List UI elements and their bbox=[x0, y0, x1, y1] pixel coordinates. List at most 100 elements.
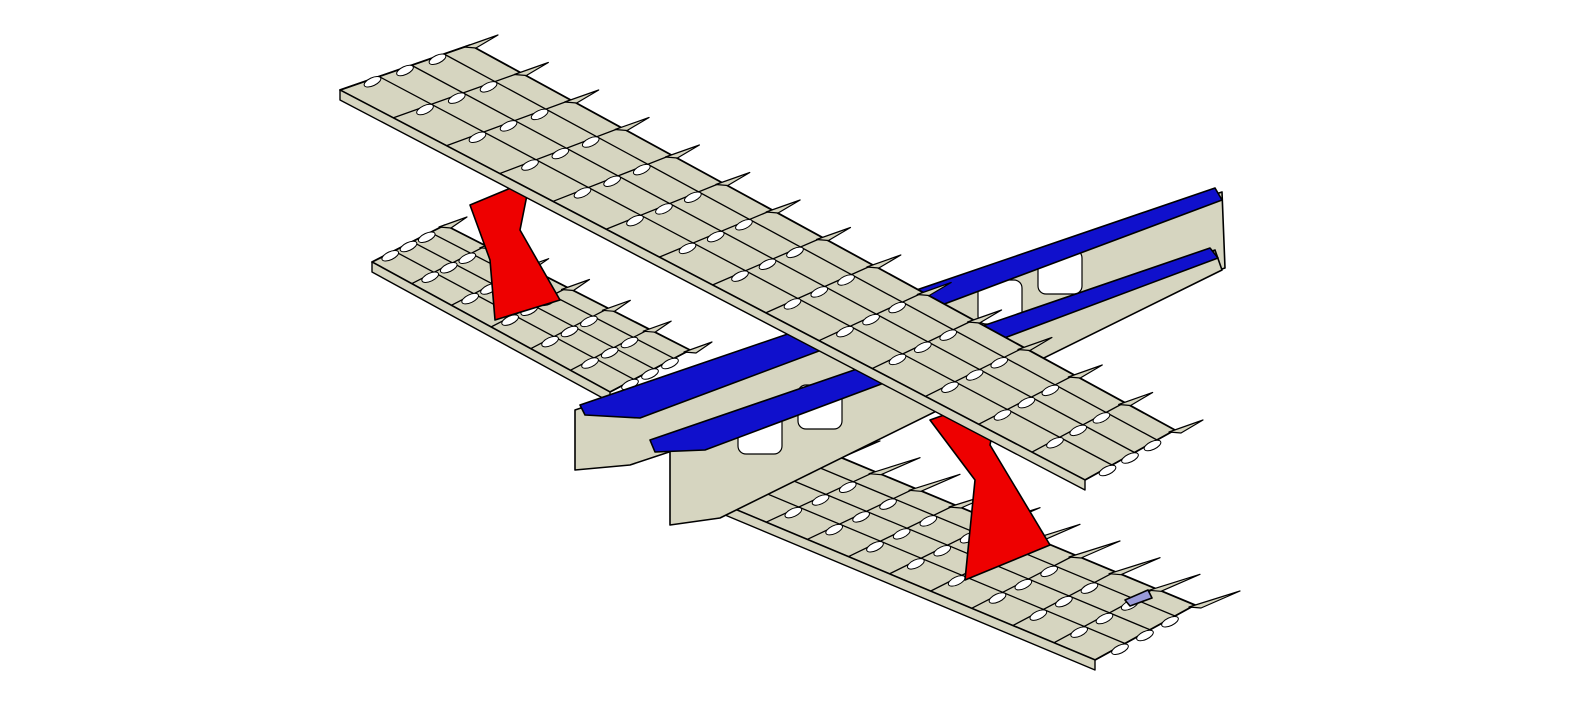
lower-wing-right-rib-tail bbox=[1108, 557, 1161, 576]
upper-wing-lightening-hole bbox=[837, 274, 855, 286]
upper-wing-lightening-hole bbox=[965, 369, 984, 381]
upper-wing-lightening-hole bbox=[939, 329, 958, 341]
upper-wing-lightening-hole bbox=[416, 103, 434, 116]
upper-wing-lightening-hole bbox=[499, 120, 518, 132]
upper-wing-lightening-hole bbox=[551, 147, 570, 160]
upper-wing-rib-tail bbox=[513, 61, 549, 77]
lower-wing-right-rib-tail bbox=[1068, 540, 1121, 559]
upper-wing-lightening-hole bbox=[1092, 412, 1111, 424]
lower-wing-right-lightening-hole bbox=[1070, 626, 1088, 638]
upper-wing-lightening-hole bbox=[888, 301, 906, 314]
upper-wing-lightening-hole bbox=[530, 108, 549, 121]
upper-wing-rib-tail bbox=[866, 254, 902, 269]
lower-wing-right-spar bbox=[757, 489, 1126, 645]
lower-wing-left-lightening-hole bbox=[560, 325, 579, 338]
lower-wing-left-lightening-hole bbox=[661, 357, 679, 370]
lower-wing-right-lightening-hole bbox=[1161, 615, 1179, 628]
upper-wing-lightening-hole bbox=[363, 75, 382, 88]
lower-wing-right-lightening-hole bbox=[879, 498, 897, 510]
upper-wing-rib-tail bbox=[664, 144, 701, 159]
upper-wing-lightening-hole bbox=[1069, 424, 1088, 437]
upper-wing-lightening-hole bbox=[1121, 452, 1139, 464]
upper-wing-lightening-hole bbox=[655, 203, 673, 215]
lower-wing-right-lightening-hole bbox=[919, 515, 938, 527]
lower-wing-right-planform bbox=[724, 454, 1196, 661]
upper-wing-lightening-hole bbox=[1098, 464, 1117, 477]
lower-wing-left-lightening-hole bbox=[461, 292, 479, 305]
lower-wing-right-lightening-hole bbox=[1014, 578, 1033, 591]
upper-wing-lightening-hole bbox=[428, 53, 447, 66]
upper-wing-lightening-hole bbox=[626, 214, 644, 227]
lower-wing-right-lightening-hole bbox=[988, 592, 1007, 604]
lower-wing-right-lightening-hole bbox=[1095, 612, 1114, 625]
lower-wing-left-lightening-hole bbox=[541, 335, 559, 348]
upper-wing-lightening-hole bbox=[783, 298, 802, 310]
upper-wing-lightening-hole bbox=[786, 246, 804, 259]
lower-wing-right-rib-tail bbox=[1188, 590, 1241, 609]
lower-wing-left-lightening-hole bbox=[600, 346, 619, 359]
upper-wing-lightening-hole bbox=[862, 313, 880, 326]
upper-wing-lightening-hole bbox=[1143, 439, 1162, 452]
upper-wing-rib-tail bbox=[1168, 419, 1204, 434]
upper-wing-lightening-hole bbox=[678, 242, 697, 255]
lower-wing-left-lightening-hole bbox=[641, 368, 659, 380]
upper-wing-lightening-hole bbox=[573, 187, 592, 199]
lower-wing-left-lightening-hole bbox=[581, 357, 599, 369]
lower-wing-left-lightening-hole bbox=[381, 249, 400, 262]
lower-wing-left-lightening-hole bbox=[417, 231, 436, 244]
upper-wing-lightening-hole bbox=[396, 64, 414, 77]
lower-wing-right-lightening-hole bbox=[1040, 565, 1058, 578]
lower-wing-left-rib-tail bbox=[642, 320, 672, 333]
lower-wing-left-lightening-hole bbox=[458, 252, 477, 265]
upper-wing bbox=[339, 34, 1204, 491]
lower-wing-left-rib-tail bbox=[601, 299, 631, 312]
upper-wing-lightening-hole bbox=[447, 92, 466, 104]
upper-wing-lightening-hole bbox=[1017, 396, 1036, 409]
upper-wing-rib-tail bbox=[1067, 364, 1103, 379]
upper-wing-rib-tail bbox=[463, 34, 499, 49]
upper-wing-rib-tail bbox=[614, 116, 650, 132]
upper-wing-rib-tail bbox=[715, 171, 751, 187]
upper-wing-lightening-hole bbox=[581, 136, 600, 148]
upper-wing-rib-tail bbox=[815, 226, 852, 242]
upper-wing-lightening-hole bbox=[479, 81, 498, 93]
lower-wing-left-lightening-hole bbox=[399, 240, 418, 253]
lower-wing-right-lightening-hole bbox=[907, 558, 925, 570]
lower-wing-right-lightening-hole bbox=[1080, 582, 1099, 594]
upper-wing-lightening-hole bbox=[836, 325, 854, 338]
lower-wing-right-lightening-hole bbox=[933, 545, 952, 557]
upper-wing-lightening-hole bbox=[888, 353, 907, 366]
lower-wing-right-rib-tail bbox=[1148, 573, 1201, 592]
lower-wing-left-lightening-hole bbox=[421, 271, 440, 283]
upper-wing-lightening-hole bbox=[1046, 436, 1064, 449]
upper-wing-lightening-hole bbox=[941, 381, 959, 393]
upper-wing-lightening-hole bbox=[521, 159, 539, 171]
upper-wing-lightening-hole bbox=[684, 191, 702, 203]
upper-wing-rib-tail bbox=[1017, 336, 1053, 352]
lower-wing-left-lightening-hole bbox=[580, 315, 598, 328]
lower-wing-right-rib-tail bbox=[868, 457, 921, 476]
lower-wing-right-lightening-hole bbox=[1055, 595, 1073, 608]
upper-wing-lightening-hole bbox=[468, 131, 487, 144]
lower-wing-right-lightening-hole bbox=[825, 523, 843, 536]
upper-wing-lightening-hole bbox=[810, 286, 829, 298]
lower-wing-right-lightening-hole bbox=[892, 528, 911, 540]
upper-wing-rib-tail bbox=[1118, 391, 1154, 407]
upper-wing-rib-tail bbox=[966, 309, 1003, 324]
lower-wing-right-lightening-hole bbox=[838, 481, 857, 494]
upper-wing-lightening-hole bbox=[735, 219, 753, 231]
lower-wing-left-lightening-hole bbox=[620, 336, 639, 349]
upper-wing-lightening-hole bbox=[706, 230, 725, 243]
upper-wing-lightening-hole bbox=[731, 270, 749, 282]
lower-wing-right-lightening-hole bbox=[1111, 643, 1129, 656]
upper-wing-lightening-hole bbox=[914, 341, 932, 354]
lower-wing-left-lightening-hole bbox=[439, 261, 458, 274]
upper-wing-lightening-hole bbox=[603, 175, 621, 187]
lower-wing-right-rib-tail bbox=[908, 473, 961, 492]
lower-wing-right-lightening-hole bbox=[1029, 609, 1048, 621]
upper-wing-lightening-hole bbox=[990, 356, 1009, 369]
upper-wing-lightening-hole bbox=[1041, 384, 1060, 397]
lower-wing-right-lightening-hole bbox=[866, 540, 884, 553]
lower-wing-right-lightening-hole bbox=[852, 511, 870, 523]
